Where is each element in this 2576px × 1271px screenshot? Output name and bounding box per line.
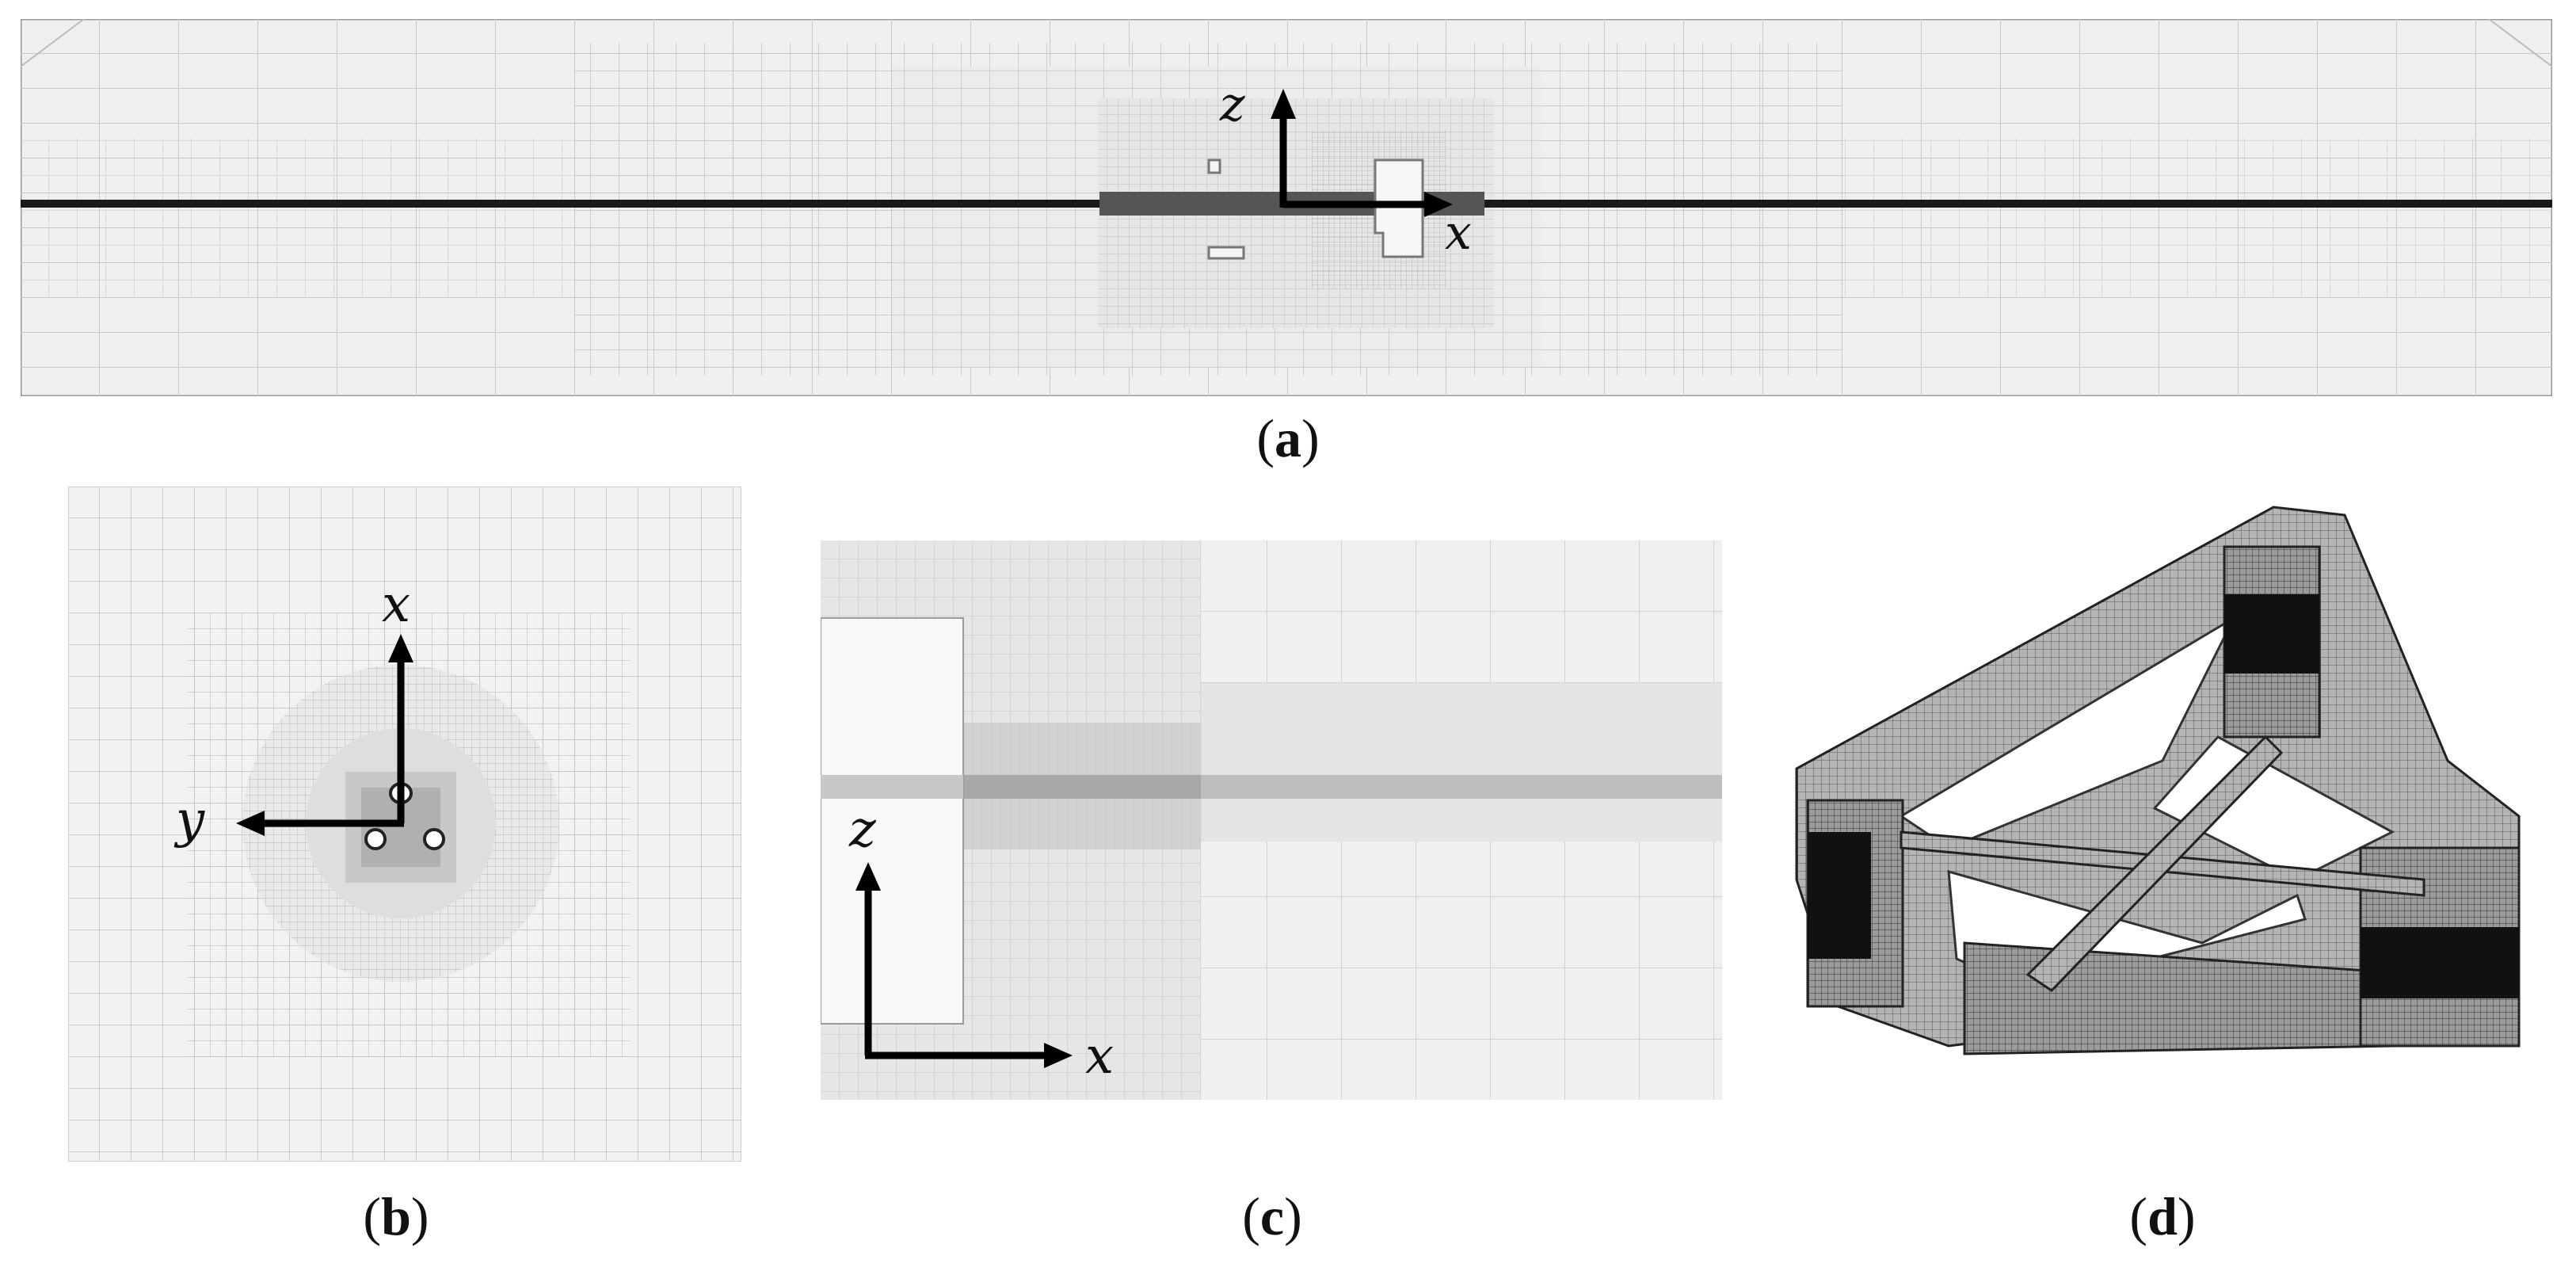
axis-label-c-horizontal: x bbox=[1085, 1027, 1114, 1086]
panel-a-side-view-mesh: z x bbox=[21, 19, 2552, 396]
caption-a-letter: a bbox=[1275, 408, 1301, 468]
caption-a: (a) bbox=[1256, 408, 1320, 468]
caption-b-letter: b bbox=[381, 1186, 411, 1246]
caption-c-letter: c bbox=[1259, 1186, 1285, 1246]
panel-b-top-view-mesh: x y bbox=[68, 487, 741, 1162]
mesh-c-svg: z x bbox=[821, 540, 1722, 1100]
axis-label-c-vertical: z bbox=[848, 800, 877, 859]
mesh-a-svg: z x bbox=[21, 19, 2552, 396]
mesh-b-svg: x y bbox=[68, 487, 741, 1162]
caption-b: (b) bbox=[363, 1186, 429, 1246]
axis-label-b-horizontal: y bbox=[173, 791, 205, 849]
mesh-d-svg bbox=[1795, 506, 2521, 1055]
panel-c-zoomed-side-view: z x bbox=[821, 540, 1722, 1100]
axis-label-b-vertical: x bbox=[382, 575, 410, 634]
caption-c: (c) bbox=[1242, 1186, 1302, 1246]
caption-d: (d) bbox=[2129, 1186, 2196, 1246]
caption-d-letter: d bbox=[2147, 1186, 2178, 1246]
axis-label-a-horizontal: x bbox=[1445, 205, 1472, 261]
panel-d-platform-surface-mesh bbox=[1790, 499, 2535, 1165]
axis-label-a-vertical: z bbox=[1219, 77, 1245, 132]
